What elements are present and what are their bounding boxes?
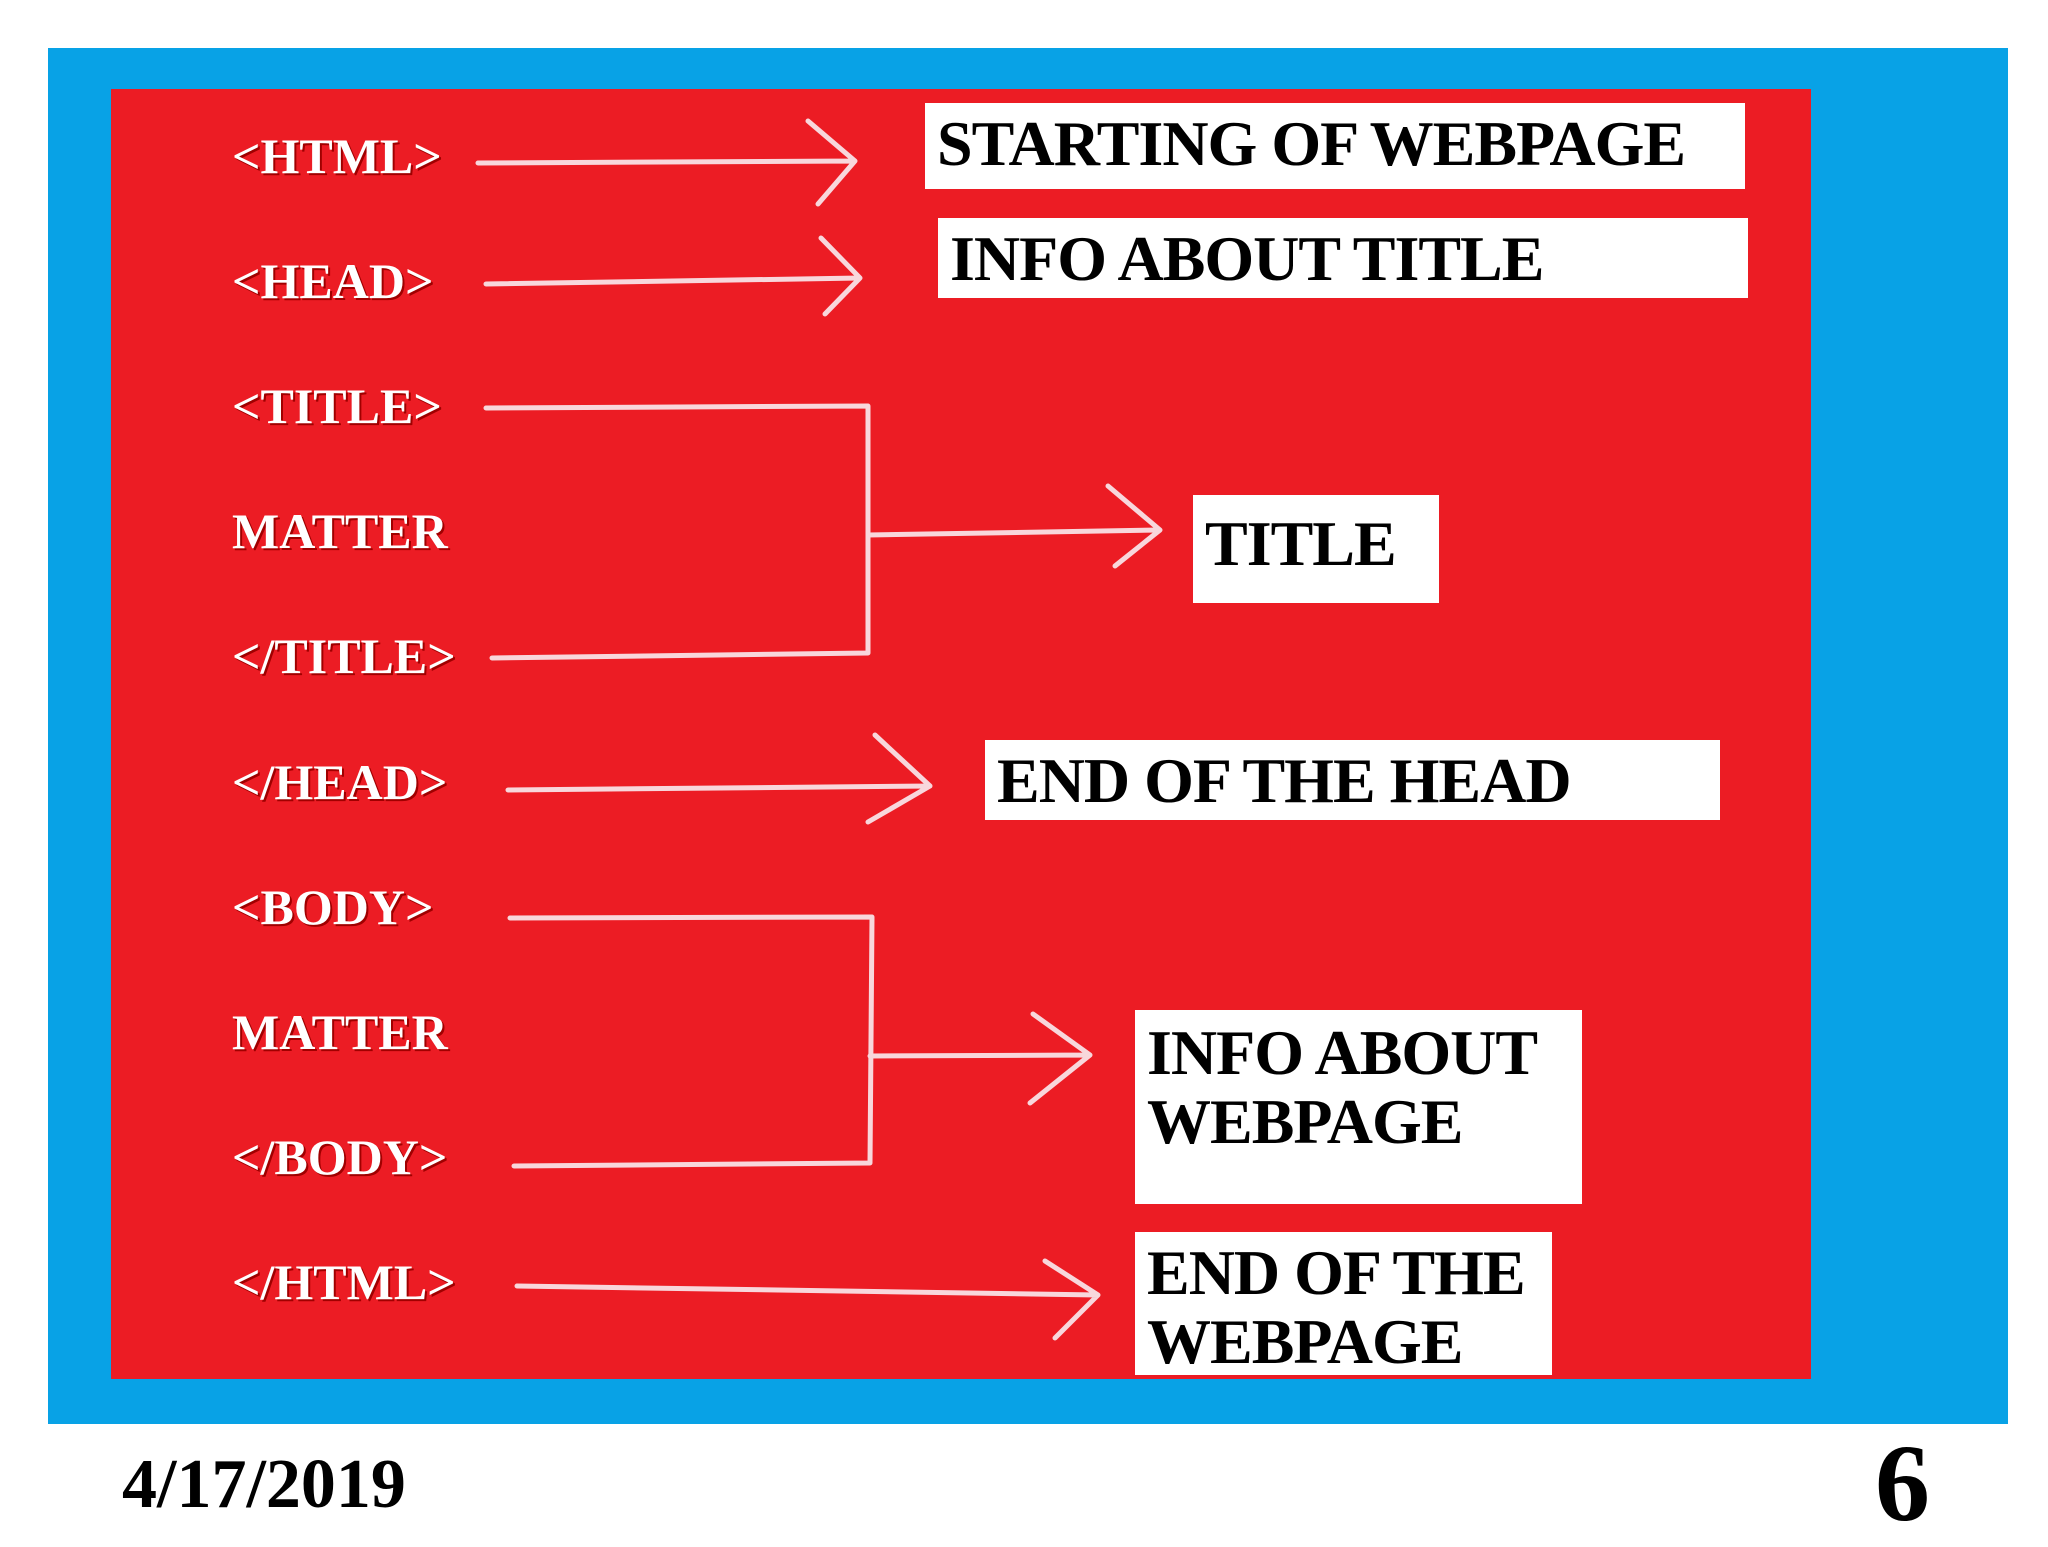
tag-title-open: <TITLE> — [232, 378, 442, 434]
tag-body-open: <BODY> — [232, 879, 434, 935]
slide-number: 6 — [1875, 1422, 1930, 1544]
arrow-html-close — [514, 1258, 1101, 1341]
bracket-body — [507, 914, 875, 1169]
tag-head-open: <HEAD> — [232, 253, 434, 309]
label-end-of-the-head: END OF THE HEAD — [985, 740, 1720, 820]
label-info-about-webpage-line2: WEBPAGE — [1147, 1086, 1463, 1158]
arrow-title — [865, 483, 1163, 569]
slide-date: 4/17/2019 — [122, 1446, 406, 1523]
tag-html-open: <HTML> — [232, 128, 442, 184]
label-info-about-title: INFO ABOUT TITLE — [938, 218, 1748, 298]
label-starting-of-webpage: STARTING OF WEBPAGE — [925, 103, 1745, 189]
label-end-of-the-webpage-line1: END OF THE — [1147, 1237, 1526, 1308]
label-end-of-the-webpage: END OF THE WEBPAGE — [1135, 1232, 1552, 1375]
arrow-head-close — [505, 732, 933, 825]
label-end-of-the-webpage-line2: WEBPAGE — [1147, 1306, 1463, 1375]
label-info-about-webpage-line1: INFO ABOUT — [1147, 1017, 1538, 1088]
arrow-body — [867, 1011, 1093, 1106]
bracket-title — [483, 403, 871, 661]
tag-body-matter: MATTER — [232, 1004, 448, 1060]
arrow-html-open — [475, 118, 858, 207]
tag-head-close: </HEAD> — [232, 754, 448, 810]
label-info-about-webpage: INFO ABOUT WEBPAGE — [1135, 1010, 1582, 1204]
tag-body-close: </BODY> — [232, 1129, 448, 1185]
tag-html-close: </HTML> — [232, 1254, 456, 1310]
arrow-head-open — [483, 235, 863, 317]
tag-title-matter: MATTER — [232, 503, 448, 559]
label-title: TITLE — [1193, 495, 1439, 603]
tag-title-close: </TITLE> — [232, 628, 456, 684]
